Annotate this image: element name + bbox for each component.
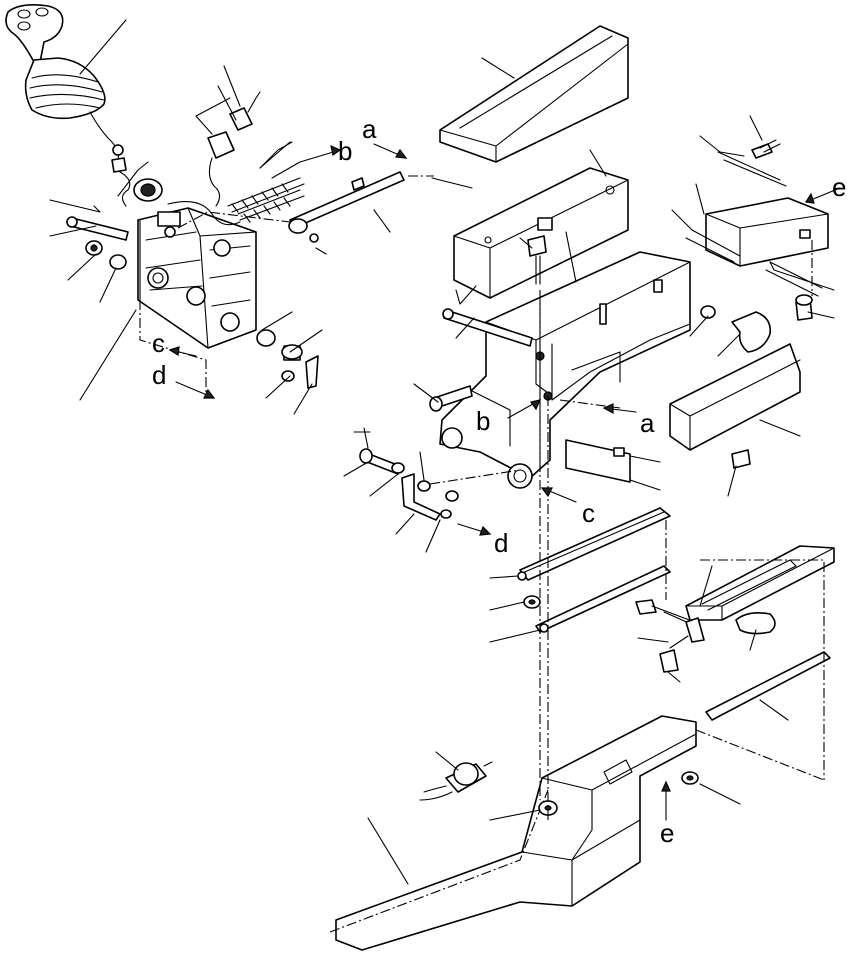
label-d-mid: d xyxy=(494,528,508,558)
upper-plate xyxy=(453,167,629,299)
main-bracket-fasteners xyxy=(429,235,801,483)
shift-lever-assembly xyxy=(5,4,163,207)
top-right-bolts xyxy=(751,139,813,321)
top-cover xyxy=(439,25,629,163)
left-fasteners xyxy=(66,216,319,389)
label-e-bottom: e xyxy=(660,818,674,848)
sensor xyxy=(419,761,493,801)
springs xyxy=(227,141,305,223)
label-b-mid: b xyxy=(476,406,490,436)
alignment-lines xyxy=(139,175,825,820)
harness-connector xyxy=(207,91,261,207)
clevis-pins xyxy=(359,448,459,521)
label-a-right: a xyxy=(640,408,655,438)
control-valve-body xyxy=(137,201,257,349)
right-bracket xyxy=(685,151,829,297)
base-frame xyxy=(329,715,699,951)
label-c-mid: c xyxy=(582,498,595,528)
reference-letters: a b c d e b a c d e xyxy=(152,114,846,848)
leader-lines xyxy=(49,19,835,885)
label-e-top: e xyxy=(832,172,846,202)
push-rod xyxy=(288,171,405,243)
reference-arrows xyxy=(168,143,841,821)
label-b-top: b xyxy=(338,136,352,166)
label-a-top: a xyxy=(362,114,377,144)
lower-right-switch xyxy=(635,545,835,673)
lower-rails xyxy=(517,507,831,721)
label-d-left: d xyxy=(152,360,166,390)
label-c-left: c xyxy=(152,328,165,358)
